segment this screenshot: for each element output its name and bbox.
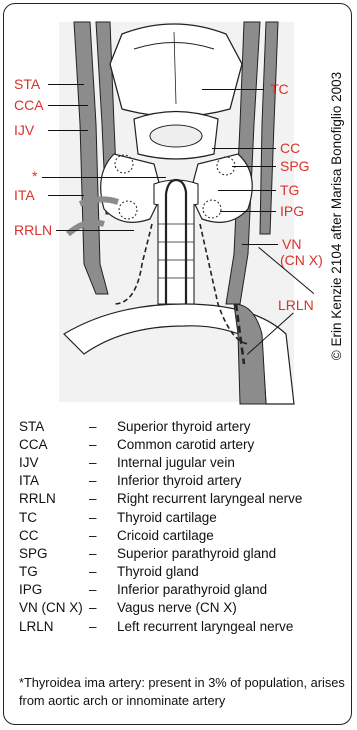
label-asterisk: * bbox=[32, 169, 37, 184]
legend-description: Right recurrent laryngeal nerve bbox=[117, 491, 349, 506]
tg-leader-line bbox=[218, 190, 276, 191]
legend-description: Superior parathyroid gland bbox=[117, 546, 349, 561]
label-sta: STA bbox=[14, 77, 40, 92]
legend-description: Internal jugular vein bbox=[117, 455, 349, 470]
figure-card: STA CCA IJV * ITA RRLN TC CC SPG TG IPG … bbox=[3, 3, 352, 725]
vn-leader-line bbox=[242, 244, 278, 245]
legend-row: VN (CN X)–Vagus nerve (CN X) bbox=[19, 599, 349, 617]
legend-row: CC–Cricoid cartilage bbox=[19, 526, 349, 544]
legend-abbr: STA bbox=[19, 419, 89, 434]
legend-dash: – bbox=[89, 437, 117, 452]
legend-row: TC–Thyroid cartilage bbox=[19, 508, 349, 526]
rrln-leader-line bbox=[56, 230, 134, 231]
label-ipg: IPG bbox=[280, 204, 304, 219]
legend-dash: – bbox=[89, 419, 117, 434]
label-spg: SPG bbox=[280, 159, 310, 174]
asterisk-leader-line bbox=[42, 177, 166, 178]
legend-description: Thyroid gland bbox=[117, 564, 349, 579]
label-ijv: IJV bbox=[14, 123, 34, 138]
legend-dash: – bbox=[89, 582, 117, 597]
legend-dash: – bbox=[89, 455, 117, 470]
label-vn: VN bbox=[282, 237, 301, 252]
label-cca: CCA bbox=[14, 98, 44, 113]
legend-row: STA–Superior thyroid artery bbox=[19, 417, 349, 435]
label-tg: TG bbox=[280, 183, 299, 198]
legend-description: Vagus nerve (CN X) bbox=[117, 600, 349, 615]
spg-leader-line bbox=[232, 166, 276, 167]
legend-dash: – bbox=[89, 491, 117, 506]
legend-description: Inferior parathyroid gland bbox=[117, 582, 349, 597]
legend-abbr: IJV bbox=[19, 455, 89, 470]
legend-row: IPG–Inferior parathyroid gland bbox=[19, 581, 349, 599]
anatomy-figure: STA CCA IJV * ITA RRLN TC CC SPG TG IPG … bbox=[4, 4, 352, 414]
legend-abbr: CCA bbox=[19, 437, 89, 452]
legend-row: IJV–Internal jugular vein bbox=[19, 453, 349, 471]
legend-row: LRLN–Left recurrent laryngeal nerve bbox=[19, 617, 349, 635]
sta-leader-line bbox=[48, 84, 84, 85]
legend-description: Thyroid cartilage bbox=[117, 510, 349, 525]
legend-abbr: LRLN bbox=[19, 619, 89, 634]
label-lrln: LRLN bbox=[278, 298, 314, 313]
legend-dash: – bbox=[89, 528, 117, 543]
cc-leader-line bbox=[212, 148, 276, 149]
credit-text: © Erin Kenzie 2104 after Marisa Bonofigl… bbox=[329, 58, 344, 374]
legend-abbr: VN (CN X) bbox=[19, 600, 89, 615]
legend-row: RRLN–Right recurrent laryngeal nerve bbox=[19, 490, 349, 508]
legend-abbr: TG bbox=[19, 564, 89, 579]
legend-description: Inferior thyroid artery bbox=[117, 473, 349, 488]
cca-leader-line bbox=[48, 105, 88, 106]
abbreviation-legend: STA–Superior thyroid artery CCA–Common c… bbox=[19, 417, 349, 635]
legend-description: Common carotid artery bbox=[117, 437, 349, 452]
legend-dash: – bbox=[89, 600, 117, 615]
legend-row: SPG–Superior parathyroid gland bbox=[19, 544, 349, 562]
legend-abbr: RRLN bbox=[19, 491, 89, 506]
legend-dash: – bbox=[89, 564, 117, 579]
label-cc: CC bbox=[280, 141, 300, 156]
label-vn-cn-x: (CN X) bbox=[280, 253, 323, 268]
ijv-leader-line bbox=[48, 130, 88, 131]
legend-abbr: ITA bbox=[19, 473, 89, 488]
label-tc: TC bbox=[270, 82, 289, 97]
legend-dash: – bbox=[89, 510, 117, 525]
label-ita: ITA bbox=[14, 188, 35, 203]
legend-dash: – bbox=[89, 473, 117, 488]
legend-dash: – bbox=[89, 546, 117, 561]
ipg-leader-line bbox=[220, 211, 276, 212]
legend-abbr: SPG bbox=[19, 546, 89, 561]
legend-description: Superior thyroid artery bbox=[117, 419, 349, 434]
ita-leader-line bbox=[48, 195, 84, 196]
legend-abbr: TC bbox=[19, 510, 89, 525]
legend-row: ITA–Inferior thyroid artery bbox=[19, 472, 349, 490]
tc-leader-line bbox=[202, 89, 264, 90]
thyroidea-ima-footnote: *Thyroidea ima artery: present in 3% of … bbox=[19, 674, 351, 709]
legend-abbr: CC bbox=[19, 528, 89, 543]
legend-abbr: IPG bbox=[19, 582, 89, 597]
label-rrln: RRLN bbox=[14, 223, 52, 238]
legend-description: Left recurrent laryngeal nerve bbox=[117, 619, 349, 634]
legend-row: CCA–Common carotid artery bbox=[19, 435, 349, 453]
legend-row: TG–Thyroid gland bbox=[19, 563, 349, 581]
legend-dash: – bbox=[89, 619, 117, 634]
legend-description: Cricoid cartilage bbox=[117, 528, 349, 543]
